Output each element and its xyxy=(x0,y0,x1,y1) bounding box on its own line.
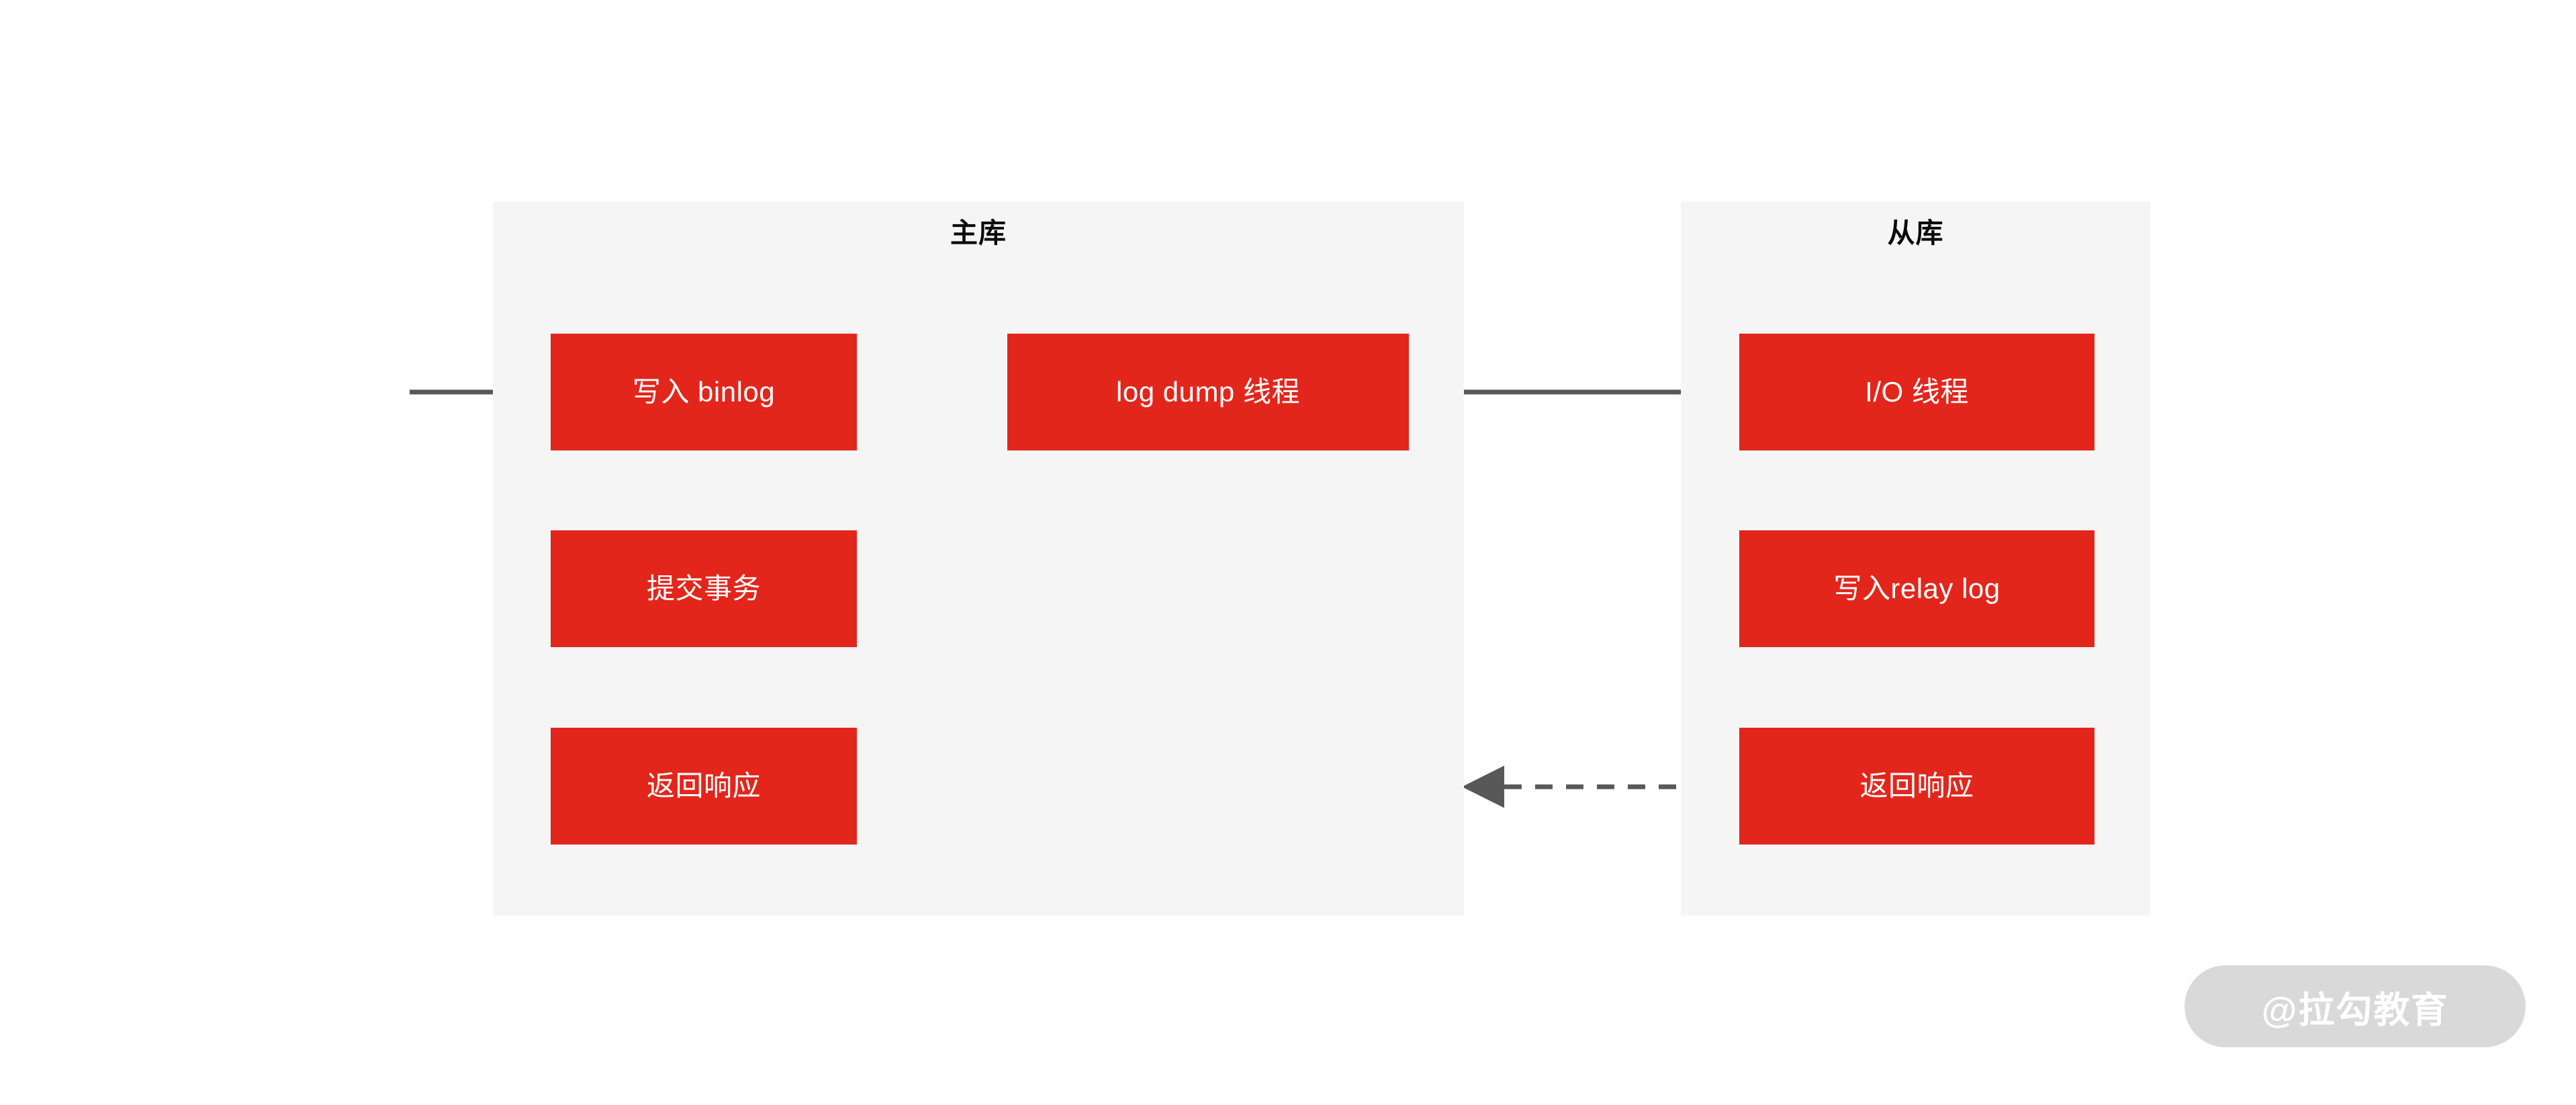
node-write-binlog[interactable]: 写入 binlog xyxy=(551,334,857,450)
watermark-badge: @拉勾教育 xyxy=(2184,965,2526,1047)
node-slave-return-response[interactable]: 返回响应 xyxy=(1739,728,2095,845)
node-master-return-response[interactable]: 返回响应 xyxy=(551,728,857,845)
panel-slave-title: 从库 xyxy=(1887,218,1944,248)
panel-master-title: 主库 xyxy=(950,218,1007,248)
node-log-dump-thread[interactable]: log dump 线程 xyxy=(1007,334,1409,450)
node-write-relay-log[interactable]: 写入relay log xyxy=(1739,530,2095,647)
node-io-thread[interactable]: I/O 线程 xyxy=(1739,334,2095,450)
node-commit-transaction[interactable]: 提交事务 xyxy=(551,530,857,647)
